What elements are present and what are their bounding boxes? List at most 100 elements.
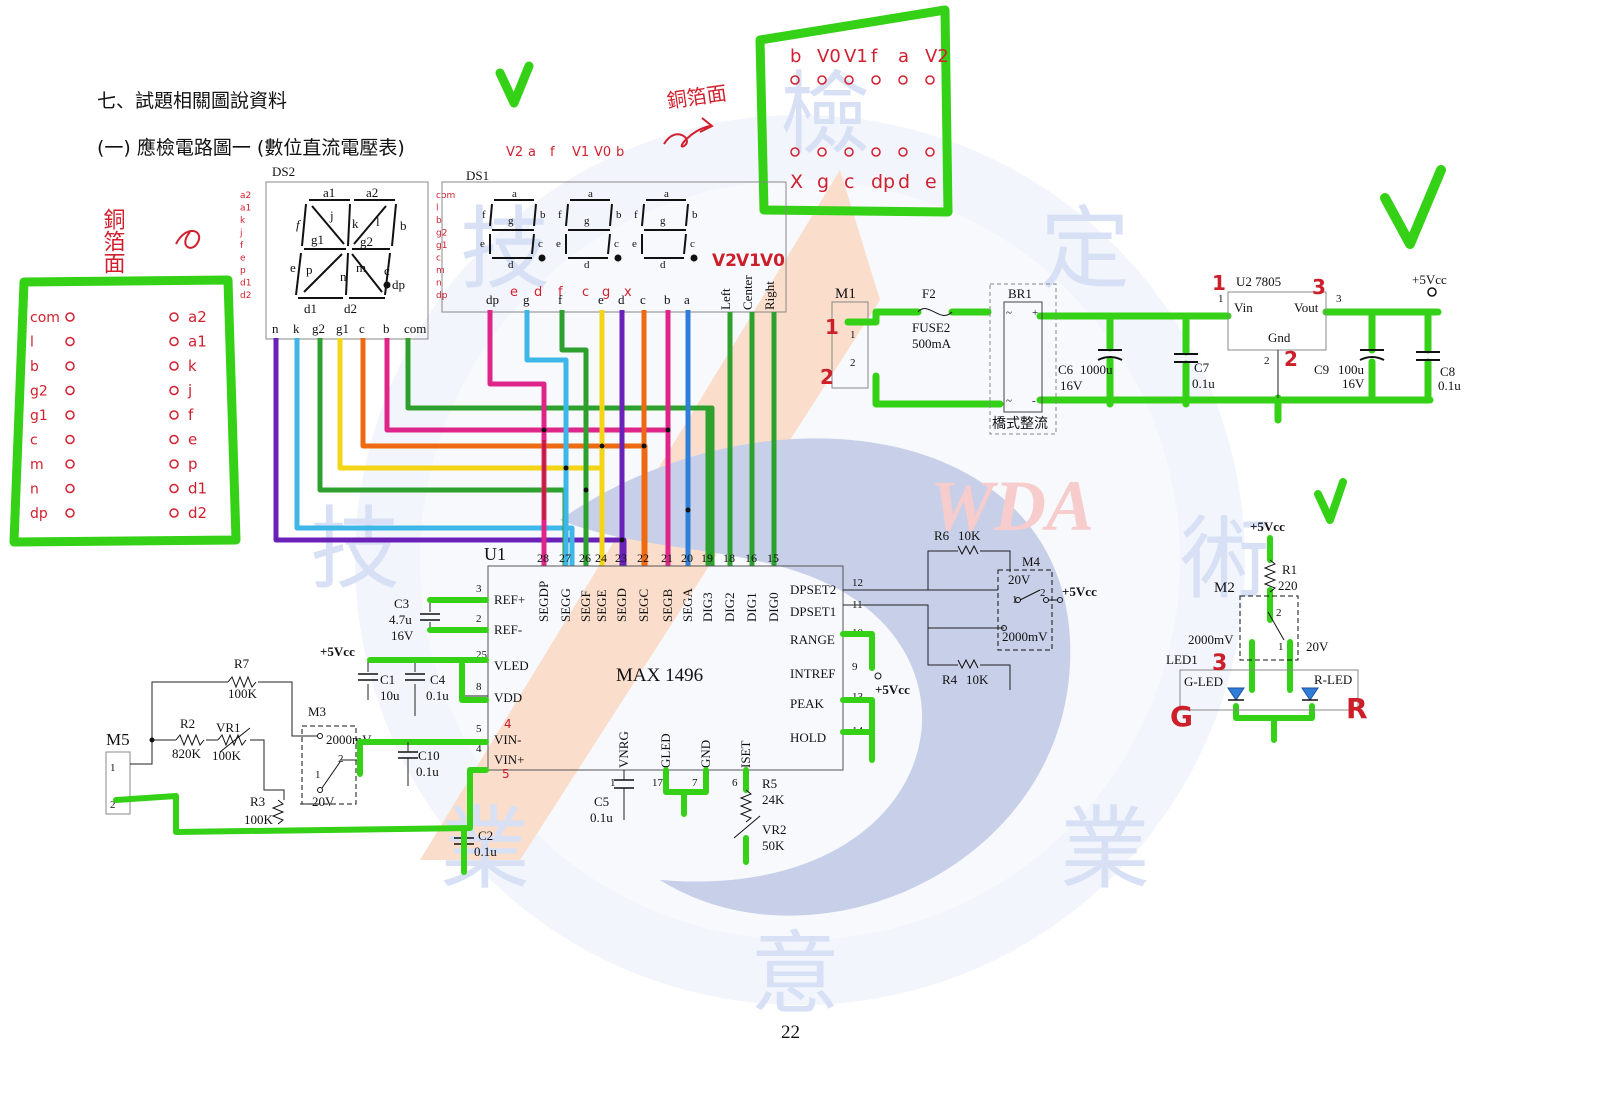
r1-name: R1 [1282, 562, 1297, 577]
ds1-digit-0-label-a: a [512, 188, 517, 200]
ds2-side-left-8: d2 [240, 291, 251, 301]
top-box-pad-4 [898, 75, 908, 85]
g-led-symbol [1227, 687, 1245, 701]
bottom-box-label-2: c [844, 171, 854, 193]
r2-name: R2 [180, 716, 195, 731]
r2-value: 820K [172, 746, 202, 761]
top-box-label-3: f [871, 46, 878, 67]
left-box-pad-4 [65, 410, 75, 420]
regulator-body [1227, 291, 1327, 351]
u1-pin-RANGE: RANGE [790, 632, 835, 647]
u1-pin-SEGF: SEGF [578, 590, 593, 622]
ds1-label: DS1 [466, 168, 489, 183]
ds2-pin-c: c [359, 321, 365, 336]
bottom-box-pad-3 [871, 147, 881, 157]
ds1-digit-pin-Center: Center [740, 275, 755, 310]
m2-vcc: +5Vcc [1250, 519, 1285, 534]
left-box-pad-1 [65, 336, 75, 347]
ds1-digit-2-label-g: g [660, 215, 666, 227]
ds2-seg-g2: g2 [360, 234, 373, 249]
u1-pin-num-2: 2 [476, 613, 482, 625]
u1-pin-GND: GND [698, 740, 713, 768]
right-box-pad-6 [169, 459, 179, 469]
m5-name: M5 [106, 730, 130, 749]
u1-pin-ISET: ISET [738, 741, 753, 769]
c3-voltage: 16V [391, 628, 414, 643]
ds1-top-hand-4: V0 [594, 145, 611, 160]
top-annotation-frame [755, 5, 953, 217]
u1-pin-DPSET1: DPSET1 [790, 604, 836, 619]
r6-name: R6 [934, 528, 950, 543]
u1-pin-num-6: 6 [732, 777, 738, 789]
ds2-seg-e: e [290, 260, 296, 275]
ds1-digit-2 [641, 199, 689, 259]
ds1-digit-0-label-b: b [540, 209, 546, 221]
left-box-label-6: m [30, 457, 44, 473]
ds1-digit-0-segment-2 [533, 203, 537, 227]
ds1-pin-g: g [523, 292, 530, 307]
ds2-side-left-2: k [240, 216, 246, 226]
u1-max1496: U1 MAX 1496 28SEGDP27SEGG26SEGF24SEGE23S… [476, 544, 864, 789]
right-box-label-0: a2 [188, 308, 207, 326]
u1-pin-num-4: 4 [476, 743, 482, 755]
u1-pin-num-25: 25 [476, 649, 488, 661]
u1-pin-num-20: 20 [681, 551, 693, 565]
u1-pin-num-15: 15 [767, 551, 779, 565]
ds1-pin-a: a [684, 292, 690, 307]
ds1-digit-2-segment-5 [683, 233, 687, 255]
ds1-pin-d: d [618, 292, 625, 307]
left-box-label-5: c [30, 433, 38, 449]
ds1-digit-2-label-d: d [660, 259, 666, 271]
u1-pin-num-1: 1 [610, 777, 616, 789]
r3-value: 100K [244, 812, 274, 827]
bottom-box-pad-5 [925, 147, 935, 157]
u1-vin-mark-5: 5 [502, 767, 510, 781]
check-mark-power [1380, 165, 1446, 249]
section-heading: 七、試題相關圖說資料 [97, 90, 288, 112]
right-box-pad-3 [169, 385, 179, 396]
m2-name: M2 [1214, 580, 1235, 596]
bridge-label: 橋式整流 [992, 416, 1048, 432]
u1-pin-num-12: 12 [852, 577, 863, 589]
bottom-box-label-3: dp [871, 171, 895, 193]
led-body [1179, 669, 1359, 711]
watermark-blue-swirl [560, 438, 1071, 916]
u1-pin-VIN+: VIN+ [494, 752, 524, 767]
u1-pin-num-3: 3 [476, 583, 482, 595]
u1-pin-num-5: 5 [476, 723, 482, 735]
regulator-name: U2 7805 [1236, 274, 1281, 289]
ds1-digit-2-label-c: c [690, 238, 695, 250]
led1-name: LED1 [1166, 652, 1198, 667]
ds1-digit-0-label-g: g [508, 215, 514, 227]
u1-pin-VLED: VLED [494, 658, 529, 673]
watermark-char-8: 業 [440, 801, 530, 900]
ds2-side-right-0: com [436, 191, 455, 201]
ds1-digit-pin-Left: Left [718, 288, 733, 310]
c7-name: C7 [1194, 360, 1210, 375]
r7-name: R7 [234, 656, 250, 671]
led-hand-3: 3 [1212, 651, 1227, 676]
ds1-digit-0-label-c: c [538, 238, 543, 250]
c8-value: 0.1u [1438, 378, 1461, 393]
ds2-seg-d1: d1 [304, 301, 317, 316]
ds1-digit-1-label-e: e [556, 238, 561, 250]
bottom-box-label-4: d [898, 171, 910, 193]
u1-pin-num-22: 22 [637, 551, 649, 565]
u1-pin-DIG1: DIG1 [744, 592, 759, 622]
right-box-label-3: j [187, 382, 192, 400]
vr1-name: VR1 [216, 720, 241, 735]
u1-pin-VIN-: VIN- [494, 732, 521, 747]
ds1-digit-1-label-g: g [584, 215, 590, 227]
ds1-digit-2-label-b: b [692, 209, 698, 221]
ds2-side-right-6: m [436, 266, 445, 276]
c3-value: 4.7u [389, 612, 412, 627]
u1-pin-num-23: 23 [615, 551, 627, 565]
right-box-label-2: k [188, 357, 197, 375]
